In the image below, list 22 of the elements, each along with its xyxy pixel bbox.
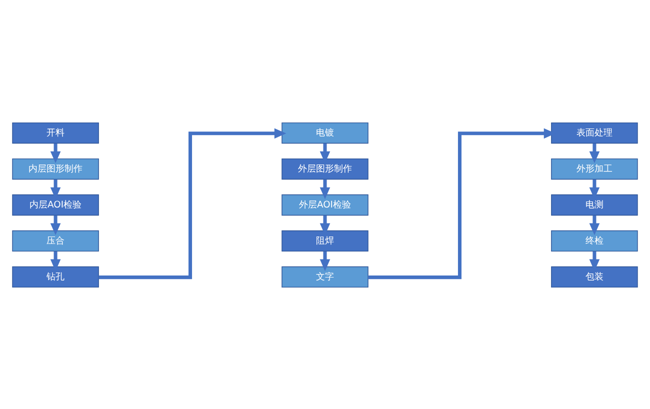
node-box: 阻焊	[282, 230, 368, 252]
arrow	[50, 214, 61, 235]
node-box: 终检	[551, 230, 638, 252]
node-box: 压合	[12, 230, 99, 252]
arrow	[589, 142, 600, 163]
node-box: 包装	[551, 266, 638, 288]
node-box: 外层AOI检验	[282, 194, 368, 216]
node-box: 电测	[551, 194, 638, 216]
arrow	[320, 250, 330, 271]
arrow	[98, 128, 286, 279]
arrow	[320, 178, 330, 199]
node-box: 钻孔	[12, 266, 99, 288]
arrow	[50, 142, 61, 163]
node-box: 内层AOI检验	[12, 194, 99, 216]
node-box: 电镀	[282, 122, 368, 144]
node-box: 文字	[282, 266, 368, 288]
node-box: 内层图形制作	[12, 158, 99, 180]
node-box: 外形加工	[551, 158, 638, 180]
node-box: 表面处理	[551, 122, 638, 144]
node-box: 外层图形制作	[282, 158, 368, 180]
arrow	[589, 214, 600, 235]
node-box: 开料	[12, 122, 99, 144]
